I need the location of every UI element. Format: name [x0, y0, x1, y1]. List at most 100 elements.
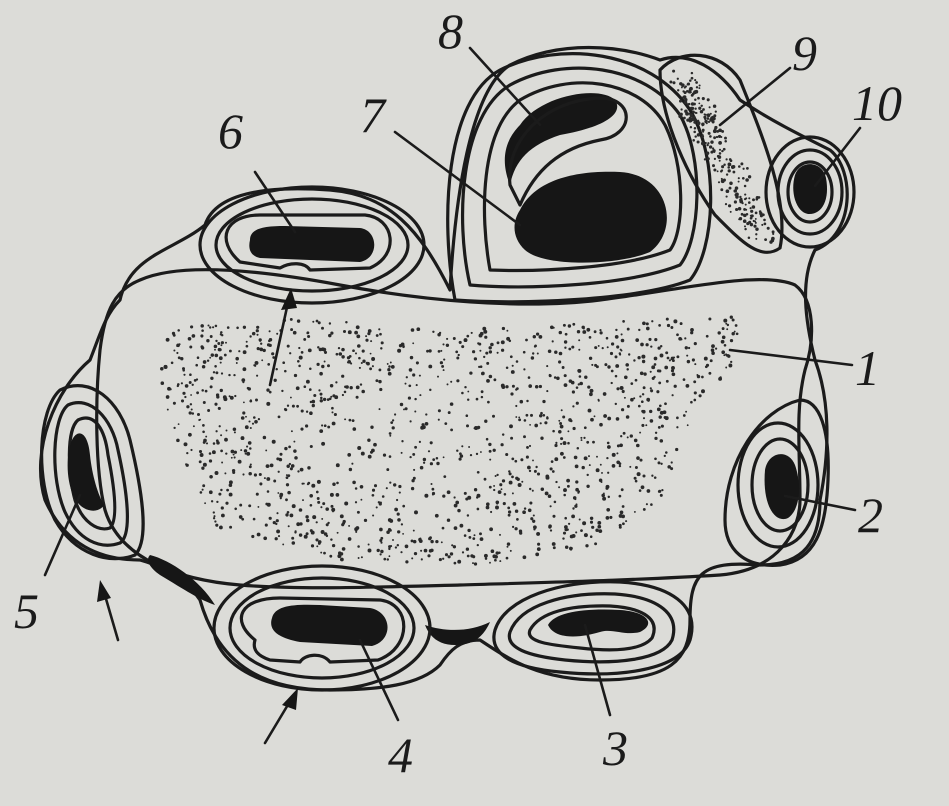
stipple-dot	[713, 129, 717, 133]
stipple-dot	[176, 439, 180, 443]
stipple-dot	[358, 557, 360, 559]
stipple-dot	[755, 212, 758, 215]
stipple-dot	[590, 521, 593, 524]
stipple-dot	[529, 501, 532, 504]
stipple-dot	[268, 465, 270, 467]
stipple-dot	[248, 441, 252, 445]
stipple-dot	[730, 316, 733, 319]
stipple-dot	[676, 417, 679, 420]
stipple-dot	[599, 423, 603, 427]
stipple-dot	[641, 355, 645, 359]
stipple-dot	[584, 533, 588, 537]
stipple-dot	[229, 395, 231, 397]
stipple-dot	[690, 114, 694, 118]
stipple-dot	[687, 82, 690, 85]
stipple-dot	[365, 335, 367, 337]
stipple-dot	[512, 492, 514, 494]
stipple-dot	[577, 330, 580, 333]
stipple-dot	[648, 400, 650, 402]
stipple-dot	[691, 77, 694, 80]
stipple-dot	[667, 324, 670, 327]
stipple-dot	[200, 324, 204, 328]
stipple-dot	[341, 348, 345, 352]
stipple-dot	[455, 351, 458, 354]
stipple-dot	[238, 460, 242, 464]
stipple-dot	[537, 472, 540, 475]
stipple-dot	[447, 490, 451, 494]
stipple-dot	[274, 379, 277, 382]
stipple-dot	[560, 425, 564, 429]
stipple-dot	[684, 337, 686, 339]
stipple-dot	[249, 335, 251, 337]
stipple-dot	[397, 518, 401, 522]
stipple-dot	[482, 327, 486, 331]
stipple-dot	[397, 544, 399, 546]
stipple-dot	[615, 375, 618, 378]
stipple-dot	[504, 493, 507, 496]
stipple-dot	[627, 328, 630, 331]
stipple-dot	[362, 350, 365, 353]
stipple-dot	[507, 542, 510, 545]
stipple-dot	[701, 389, 705, 393]
stipple-dot	[340, 514, 344, 518]
stipple-dot	[564, 340, 567, 343]
stipple-dot	[294, 374, 297, 377]
stipple-dot	[573, 496, 577, 500]
stipple-dot	[180, 357, 183, 360]
stipple-dot	[586, 485, 589, 488]
stipple-dot	[166, 338, 170, 342]
stipple-dot	[336, 353, 339, 356]
stipple-dot	[583, 437, 585, 439]
stipple-dot	[201, 329, 204, 332]
stipple-dot	[234, 431, 236, 433]
stipple-dot	[371, 449, 375, 453]
stipple-dot	[746, 167, 749, 170]
stipple-dot	[229, 480, 233, 484]
stipple-dot	[598, 529, 602, 533]
stipple-dot	[402, 345, 404, 347]
stipple-dot	[655, 432, 657, 434]
stipple-dot	[336, 482, 339, 485]
stipple-dot	[650, 419, 654, 423]
stipple-dot	[189, 373, 192, 376]
stipple-dot	[705, 365, 708, 368]
stipple-dot	[284, 370, 287, 373]
stipple-dot	[429, 389, 431, 391]
stipple-dot	[331, 505, 334, 508]
stipple-dot	[645, 343, 648, 346]
stipple-dot	[209, 452, 212, 455]
stipple-dot	[523, 435, 526, 438]
stipple-dot	[275, 368, 277, 370]
stipple-dot	[643, 372, 646, 375]
stipple-dot	[477, 427, 480, 430]
stipple-dot	[621, 333, 623, 335]
stipple-dot	[259, 348, 263, 352]
stipple-dot	[200, 491, 203, 494]
stipple-dot	[392, 539, 394, 541]
stipple-dot	[457, 509, 460, 512]
stipple-dot	[299, 356, 303, 360]
stipple-dot	[621, 339, 625, 343]
stipple-dot	[531, 356, 534, 359]
stipple-dot	[201, 467, 204, 470]
stipple-dot	[317, 501, 320, 504]
stipple-dot	[696, 86, 698, 88]
stipple-dot	[571, 514, 575, 518]
stipple-dot	[654, 363, 657, 366]
stipple-dot	[437, 333, 440, 336]
stipple-dot	[660, 354, 664, 358]
stipple-dot	[730, 361, 732, 363]
stipple-dot	[454, 562, 457, 565]
stipple-dot	[459, 341, 462, 344]
label-6: 6	[218, 103, 243, 159]
stipple-dot	[220, 526, 222, 528]
stipple-dot	[394, 413, 396, 415]
stipple-dot	[289, 352, 291, 354]
stipple-dot	[572, 405, 574, 407]
stipple-dot	[533, 514, 535, 516]
stipple-dot	[526, 414, 529, 417]
stipple-dot	[190, 394, 192, 396]
stipple-dot	[167, 409, 169, 411]
stipple-dot	[402, 505, 405, 508]
stipple-dot	[626, 368, 628, 370]
